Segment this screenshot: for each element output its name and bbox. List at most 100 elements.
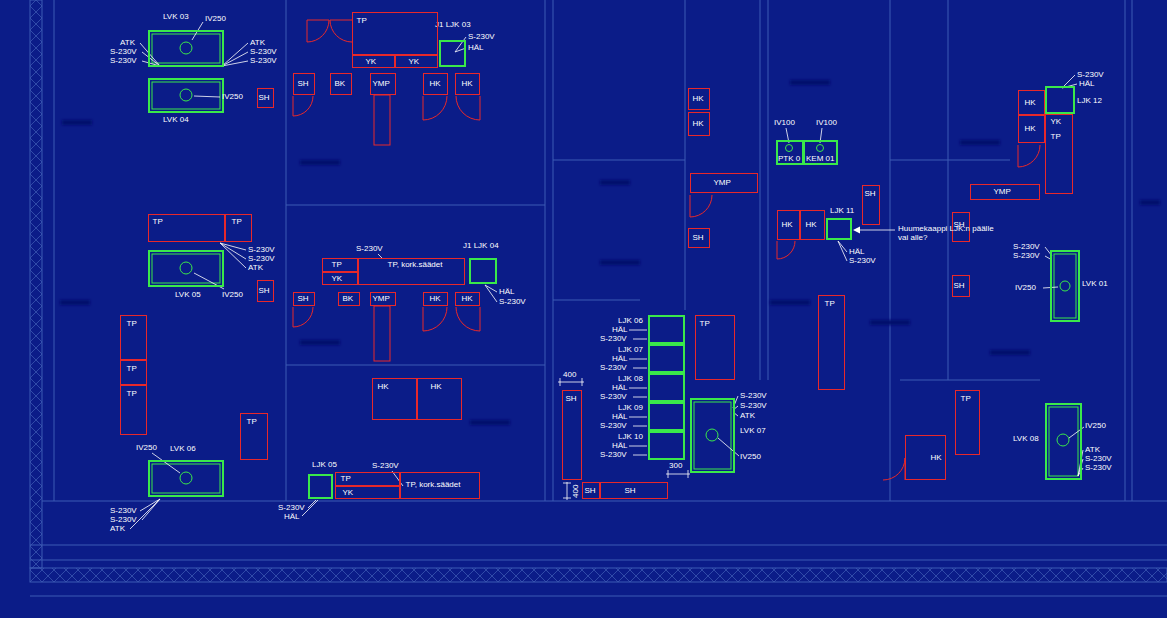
equipment-box: LJK 10 (648, 431, 685, 460)
dimension-line (567, 482, 568, 500)
leader-line (633, 455, 647, 456)
annotation-label: S-230V (250, 56, 277, 65)
equipment-box: LJK 12 (1045, 86, 1075, 114)
equipment-detail (152, 464, 220, 493)
annotation-label: HÄL (849, 247, 865, 256)
blurred-room-text (300, 340, 340, 345)
cabinet-label: LJK 05 (312, 460, 337, 469)
cabinet-box: TP (120, 360, 147, 385)
annotation-label: S-230V (600, 363, 627, 372)
annotation-label: S-230V (600, 392, 627, 401)
blurred-room-text (600, 180, 630, 185)
equipment-box: LVK 05 (148, 250, 224, 287)
cabinet-box: TP (955, 390, 980, 455)
leader-line (629, 388, 647, 389)
annotation-label: HÄL (612, 325, 628, 334)
cabinet-box: YK (322, 272, 358, 285)
cabinet-label: HK (430, 294, 441, 303)
cabinet-label: J1 LJK 04 (463, 241, 499, 250)
cabinet-label: TP, kork.säädet (388, 260, 443, 269)
door-swing (456, 307, 480, 331)
cabinet-label: TP (127, 364, 137, 373)
cabinet-box: YMP (690, 173, 758, 193)
cabinet-box: HK (688, 112, 710, 136)
annotation-label: S-230V (740, 391, 767, 400)
annotation-label: HÄL (612, 441, 628, 450)
cabinet-label: YK (366, 57, 377, 66)
door-swing (330, 20, 352, 42)
annotation-label: S-230V (1013, 242, 1040, 251)
cabinet-label: TP (332, 260, 342, 269)
wall-line (286, 0, 287, 501)
cabinet-box: SH (952, 275, 970, 297)
cabinet-box: SH (600, 482, 668, 499)
cabinet-label: LJK 11 (830, 206, 854, 215)
cabinet-box: SH (688, 228, 710, 248)
annotation-label: IV100 (816, 118, 837, 127)
cabinet-box: TP (225, 214, 252, 242)
annotation-label: IV100 (774, 118, 795, 127)
equipment-box: J1 LJK 04 (469, 258, 497, 284)
equipment-detail (1049, 407, 1078, 476)
cabinet-label: SH (259, 93, 270, 102)
cabinet-label: TP (961, 394, 971, 403)
leader-line (485, 285, 497, 292)
leader-line (629, 446, 647, 447)
cabinet-label: YK (409, 57, 420, 66)
blurred-room-text (62, 120, 92, 125)
equipment-detail (152, 34, 220, 63)
cabinet-label: HK (462, 79, 473, 88)
leader-line (838, 241, 847, 261)
wall-line (553, 300, 640, 301)
door-swing (1018, 145, 1040, 167)
annotation-label: 400 (563, 370, 576, 379)
annotation-label: HÄL (284, 512, 300, 521)
annotation-label: S-230V (248, 245, 275, 254)
wall-line (760, 0, 761, 380)
cabinet-label: SH (566, 394, 577, 403)
equipment-detail (706, 429, 718, 441)
cabinet-box: TP (818, 295, 845, 390)
door-swing (293, 307, 313, 327)
cabinet-box: BK (338, 292, 360, 306)
annotation-label: S-230V (468, 32, 495, 41)
wall-line (1132, 0, 1133, 501)
annotation-label: S-230V (600, 450, 627, 459)
cabinet-label: LVK 03 (163, 12, 189, 21)
wall-line (890, 160, 1010, 161)
annotation-label: ATK (250, 38, 265, 47)
leader-line (222, 52, 248, 66)
cabinet-label: HK (693, 94, 704, 103)
cabinet-box: YK (352, 55, 395, 68)
annotation-label: ATK (120, 38, 135, 47)
cabinet-label: YMP (714, 178, 731, 187)
equipment-detail (180, 89, 192, 101)
cabinet-label: YK (1051, 117, 1062, 126)
cabinet-label: YK (332, 274, 343, 283)
equipment-detail (152, 254, 220, 283)
cabinet-label: HK (931, 453, 942, 462)
blurred-room-text (990, 350, 1030, 355)
leader-line (633, 339, 647, 340)
dimension-line (666, 474, 690, 475)
equipment-box: LJK 05 (308, 474, 333, 499)
leader-line (629, 417, 647, 418)
cabinet-label: TP (357, 16, 367, 25)
leader-line (629, 330, 647, 331)
equipment-detail (1057, 434, 1069, 446)
door-swing (293, 20, 1040, 480)
leader-line (194, 96, 220, 97)
equipment-detail (817, 145, 824, 152)
cabinet-label: BK (335, 79, 346, 88)
cabinet-label: HK (378, 382, 389, 391)
annotation-label: S-230V (600, 334, 627, 343)
equipment-box: LJK 08 (648, 373, 685, 402)
leader-line (718, 438, 739, 456)
wall-line (545, 0, 546, 501)
cabinet-box: HK (423, 73, 448, 95)
leader-line (222, 43, 248, 66)
cabinet-label: YK (343, 488, 354, 497)
cabinet-label: LVK 08 (1013, 434, 1039, 443)
door-swing (423, 96, 447, 120)
